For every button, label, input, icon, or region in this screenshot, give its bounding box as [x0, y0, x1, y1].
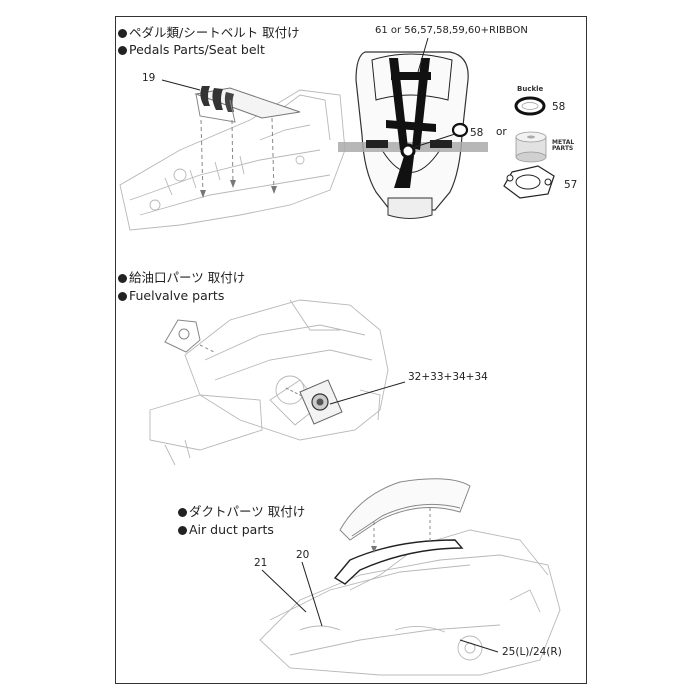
- section1-title-en: Pedals Parts/Seat belt: [118, 42, 265, 57]
- bullet-icon: [118, 274, 127, 283]
- callout-fuel-valve: 32+33+34+34: [408, 371, 488, 383]
- buckle-58-drawing: [514, 96, 546, 116]
- callout-buckle-58: 58: [552, 101, 566, 113]
- metal-parts-label: METAL PARTS: [552, 139, 575, 152]
- bullet-icon: [118, 46, 127, 55]
- bullet-icon: [118, 29, 127, 38]
- callout-photo-etch-57: 57: [564, 179, 578, 191]
- photo-etch-57: [503, 165, 555, 199]
- bullet-icon: [178, 508, 187, 517]
- bullet-icon: [118, 292, 127, 301]
- section2-title-en: Fuelvalve parts: [118, 288, 224, 303]
- section1-title-jp: ペダル類/シートベルト 取付け: [118, 25, 300, 40]
- section3-title-jp: ダクトパーツ 取付け: [178, 504, 305, 519]
- fuel-valve-part: [285, 379, 406, 425]
- metal-parts-cylinder: [515, 131, 547, 163]
- fuel-chassis-drawing: [149, 299, 389, 466]
- callout-duct-21: 21: [254, 557, 268, 569]
- pedal-part-19: [194, 86, 301, 123]
- pedal-chassis-drawing: [119, 89, 346, 231]
- section2-title-jp: 給油口パーツ 取付け: [118, 270, 245, 285]
- duct-leader-lines: [261, 561, 499, 653]
- section3-title-en: Air duct parts: [178, 522, 274, 537]
- or-text: or: [496, 126, 507, 138]
- callout-duct-20: 20: [296, 549, 310, 561]
- seat-belt-drawing: [338, 37, 488, 219]
- callout-duct-25-24: 25(L)/24(R): [502, 646, 562, 658]
- air-duct-body-drawing: [259, 529, 561, 676]
- buckle-label: Buckle: [517, 85, 544, 93]
- air-duct-cover-part: [333, 478, 471, 585]
- callout-belt-parts: 61 or 56,57,58,59,60+RIBBON: [375, 25, 528, 36]
- bullet-icon: [178, 526, 187, 535]
- pedal-leader-lines: [161, 79, 277, 198]
- callout-belt-buckle: 58: [470, 127, 484, 139]
- callout-pedals: 19: [142, 72, 156, 84]
